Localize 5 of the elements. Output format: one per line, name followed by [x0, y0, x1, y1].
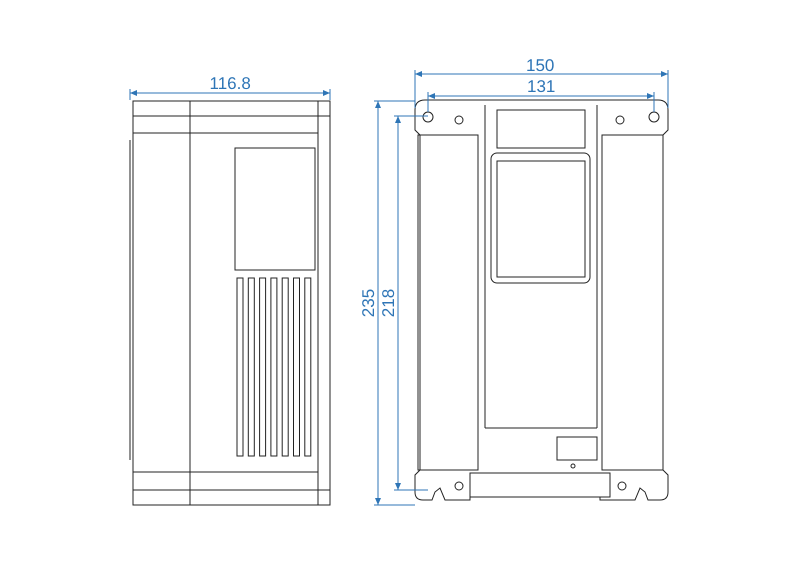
dimension-value: 150: [526, 57, 554, 75]
dimension-value: 218: [380, 288, 398, 318]
dimension-value: 235: [360, 288, 378, 318]
dimension-value: 131: [527, 78, 556, 96]
dimension-value: 116.8: [210, 75, 251, 93]
